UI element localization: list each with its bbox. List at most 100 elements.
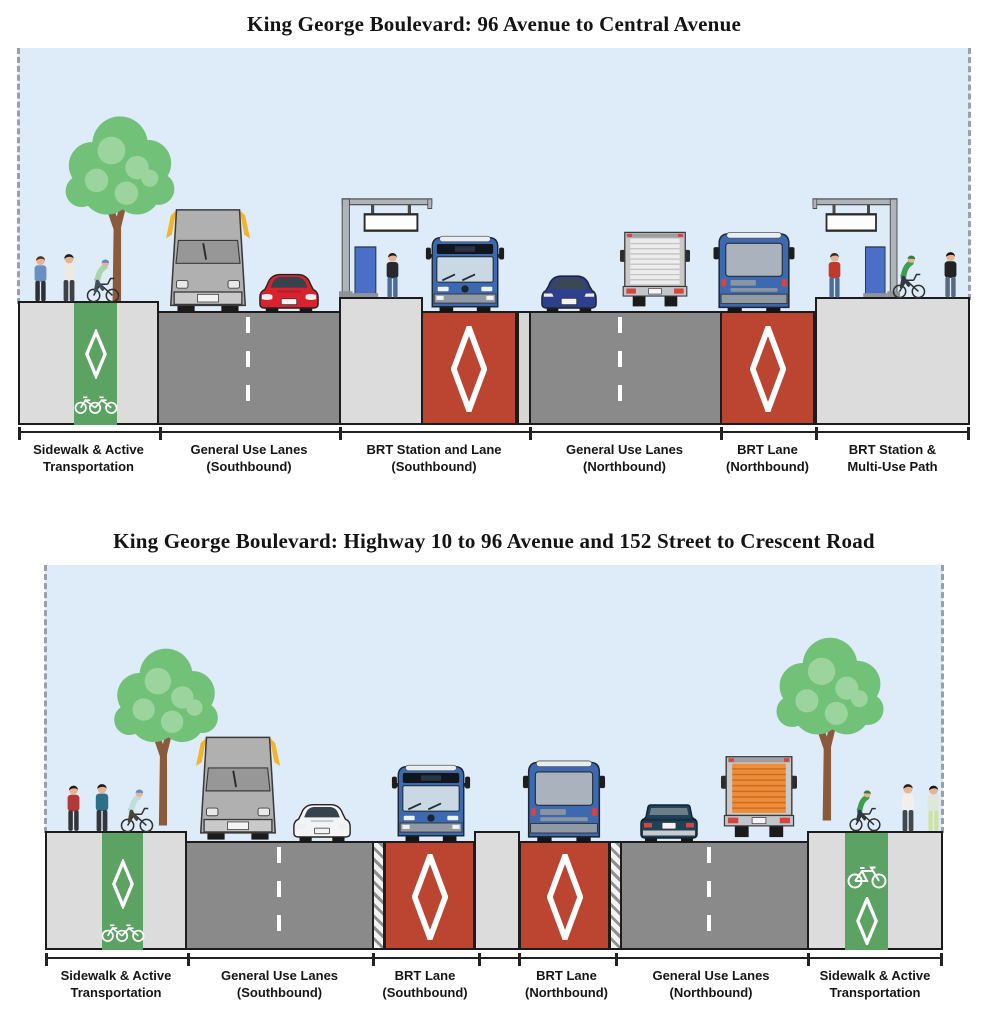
label-line-1: Sidewalk & Active	[33, 442, 144, 457]
pedestrian	[91, 783, 113, 833]
ruler-tick	[18, 427, 21, 440]
label-line-2: (Northbound)	[725, 458, 810, 474]
sidewalk-left	[45, 831, 187, 950]
median-curb-strip	[517, 311, 531, 425]
label-line-2: Transportation	[42, 458, 134, 474]
section-cut-line-right	[941, 565, 944, 833]
section-cut-line-right	[968, 48, 971, 300]
red-car-front	[258, 272, 320, 313]
label-line-1: BRT Station and Lane	[366, 442, 502, 457]
street-tree	[105, 635, 227, 833]
ruler-tick	[807, 953, 810, 966]
label-line-2: (Northbound)	[524, 984, 609, 1000]
label-line-1: Sidewalk & Active	[819, 968, 931, 983]
sidewalk-left	[18, 301, 159, 425]
lane-width-ruler	[18, 427, 970, 447]
label-line-1: BRT Lane	[536, 968, 597, 983]
semi-truck-front	[195, 733, 281, 843]
ruler-tick	[372, 953, 375, 966]
station-shelter-sign	[810, 197, 900, 297]
lane-label-general-use-sb: General Use Lanes (Southbound)	[159, 442, 339, 476]
ruler-tick	[45, 953, 48, 966]
brt-bus-front	[391, 763, 471, 843]
page-title: King George Boulevard: Highway 10 to 96 …	[113, 529, 875, 553]
lane-label-general-use-nb: General Use Lanes (Northbound)	[529, 442, 720, 476]
street-tree	[56, 109, 184, 303]
brt-diamond-icon	[451, 326, 487, 412]
lane-labels-row: Sidewalk & Active Transportation General…	[18, 442, 970, 482]
cyclist	[890, 252, 928, 299]
navy-pickup-rear	[638, 803, 700, 843]
cyclist	[84, 256, 122, 303]
section-cut-line-left	[44, 565, 47, 833]
orange-box-truck-rear	[721, 750, 797, 843]
bike-lane-right	[845, 831, 888, 950]
brt-diamond-icon	[547, 854, 583, 940]
label-line-1: General Use Lanes	[220, 968, 339, 983]
pedestrian	[923, 784, 944, 833]
ruler-tick	[815, 427, 818, 440]
cyclist	[118, 786, 156, 833]
brt-lane-southbound	[384, 841, 475, 950]
sidewalk-right	[807, 831, 943, 950]
center-median	[474, 831, 520, 950]
street-scene-2	[44, 565, 944, 950]
ruler-tick	[967, 427, 970, 440]
label-line-1: BRT Lane	[737, 442, 798, 457]
navy-sedan-rear	[540, 274, 598, 313]
roadway	[185, 841, 809, 950]
label-line-2: (Southbound)	[206, 458, 292, 474]
label-line-2: (Northbound)	[669, 984, 753, 1000]
ruler-tick	[615, 953, 618, 966]
pedestrian	[63, 784, 84, 833]
street-tree	[767, 619, 893, 833]
lane-label-brt-lane-nb: BRT Lane (Northbound)	[518, 968, 615, 1002]
pedestrian	[897, 783, 919, 833]
cyclist	[847, 786, 883, 833]
brt-diamond-icon	[750, 326, 786, 412]
two-bikes-icon	[74, 393, 118, 415]
ruler-tick	[339, 427, 342, 440]
lane-width-ruler	[45, 953, 943, 973]
brt-lane-southbound	[421, 311, 517, 425]
lane-label-brt-station-lane-sb: BRT Station and Lane (Southbound)	[339, 442, 529, 476]
brt-station-platform-southbound	[339, 297, 423, 425]
pedestrian	[58, 253, 80, 303]
brt-diamond-icon	[412, 854, 448, 940]
bike-diamond-icon	[112, 859, 134, 909]
brt-station-platform-northbound	[815, 297, 970, 425]
section-cut-line-left	[17, 48, 20, 304]
ruler-tick	[518, 953, 521, 966]
brt-lane-northbound	[720, 311, 815, 425]
ruler-tick	[940, 953, 943, 966]
ruler-tick	[720, 427, 723, 440]
lane-labels-row: Sidewalk & Active Transportation General…	[45, 968, 943, 1008]
label-line-1: General Use Lanes	[190, 442, 308, 457]
ruler-tick	[529, 427, 532, 440]
pedestrian	[30, 255, 51, 303]
lane-divider-southbound	[246, 317, 250, 419]
label-line-2: (Southbound)	[382, 984, 468, 1000]
label-line-2: Transportation	[70, 984, 162, 1000]
label-line-2: (Southbound)	[391, 458, 477, 474]
buffer-hatch-southbound	[372, 841, 385, 950]
white-car-front	[292, 801, 352, 843]
ruler-tick	[478, 953, 481, 966]
lane-label-sidewalk-active: Sidewalk & Active Transportation	[18, 442, 159, 476]
label-line-2: Transportation	[829, 984, 921, 1000]
lane-label-brt-lane-sb: BRT Lane (Southbound)	[372, 968, 478, 1002]
bike-icon	[847, 863, 887, 889]
lane-divider-northbound	[707, 847, 711, 944]
label-line-2: (Southbound)	[236, 984, 323, 1000]
label-line-2: Multi-Use Path	[847, 458, 938, 474]
lane-label-general-use-nb: General Use Lanes (Northbound)	[615, 968, 807, 1002]
pedestrian-at-station	[382, 252, 403, 299]
label-line-1: General Use Lanes	[565, 442, 684, 457]
lane-label-general-use-sb: General Use Lanes (Southbound)	[187, 968, 372, 1002]
street-scene-1	[17, 48, 971, 425]
lane-label-brt-station-mup: BRT Station & Multi-Use Path	[815, 442, 970, 476]
brt-bus-rear	[522, 760, 606, 843]
